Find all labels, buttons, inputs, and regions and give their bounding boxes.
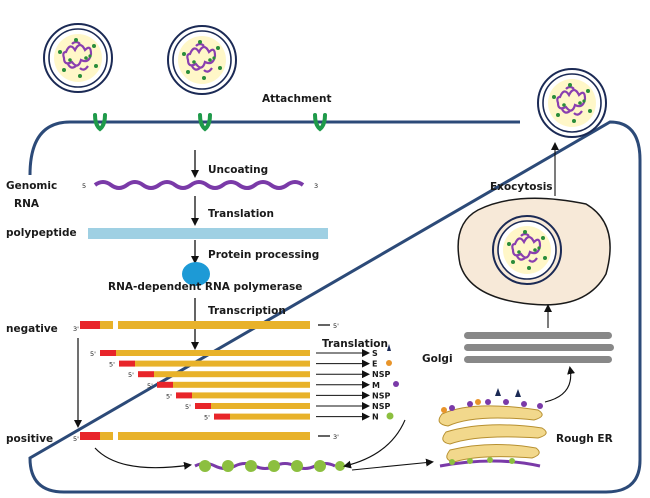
golgi-icon [464,332,614,363]
uncoating-label: Uncoating [208,164,268,176]
virion-icon [536,67,608,139]
virion-icon [166,24,238,96]
exocytosis-label: Exocytosis [490,181,553,193]
attachment-label: Attachment [262,93,332,105]
transcription-label: Transcription [208,305,286,317]
subgenomic-product-label: NSP [372,391,390,400]
genomic-five-prime: 5 [82,182,86,190]
subgenomic-rna-row: 5' NSP [185,402,390,411]
subgenomic-product-label: NSP [372,370,390,379]
polypeptide-bar [88,228,328,239]
subgenomic-product-label: S [372,349,378,358]
translation-label: Translation [208,208,274,220]
subgenomic-product-label: N [372,413,379,422]
subgenomic-five-prime: 5' [185,403,191,411]
subgenomic-five-prime: 5' [109,361,115,369]
negative-strand-label: negative [6,323,58,335]
subgenomic-five-prime: 5' [166,392,172,400]
subgenomic-rna-group: 5' S 5' E 5' NSP 5' M 5' NSP 5' NSP 5' N [90,344,399,422]
rough-er-label: Rough ER [556,433,613,445]
subgenomic-product-label: M [372,381,380,390]
protein-marker-icon [387,344,391,351]
virion-icon [42,22,114,94]
polymerase-blob-icon [182,262,210,286]
subgenomic-five-prime: 5' [128,371,134,379]
subgenomic-rna-row: 5' E [109,359,377,369]
positive-five-prime: 5' [73,435,79,443]
genomic-rna-label: Genomic [6,180,57,192]
rough-er-icon [438,388,547,468]
protein-processing-label: Protein processing [208,249,319,261]
subgenomic-rna-row: 5' N [204,412,379,422]
subgenomic-rna-row: 5' M [147,380,380,390]
virion-icon [491,214,563,286]
protein-marker-icon [393,381,399,387]
positive-strand-label: positive [6,433,53,445]
subgenomic-product-label: E [372,360,377,369]
subgenomic-rna-row: 5' NSP [166,391,390,400]
genomic-rna-strand [93,180,305,190]
subgenomic-five-prime: 5' [147,382,153,390]
polypeptide-label: polypeptide [6,227,77,239]
rdrp-label: RNA-dependent RNA polymerase [108,281,302,293]
negative-five-prime: 5' [333,322,339,330]
protein-marker-icon [386,360,392,366]
genomic-rna-label-line2: RNA [14,198,40,210]
translated-protein-chain [194,460,345,472]
subgenomic-product-label: NSP [372,402,390,411]
positive-three-prime: 3' [333,433,339,441]
genomic-three-prime: 3 [314,182,318,190]
subgenomic-rna-row: 5' S [90,349,378,358]
subgenomic-five-prime: 5' [204,414,210,422]
cell-membrane [28,120,642,494]
subgenomic-rna-row: 5' NSP [128,370,390,379]
golgi-label: Golgi [422,353,453,365]
translation-right-label: Translation [322,338,388,350]
subgenomic-five-prime: 5' [90,350,96,358]
protein-marker-icon [386,412,394,420]
negative-three-prime: 3' [73,325,79,333]
